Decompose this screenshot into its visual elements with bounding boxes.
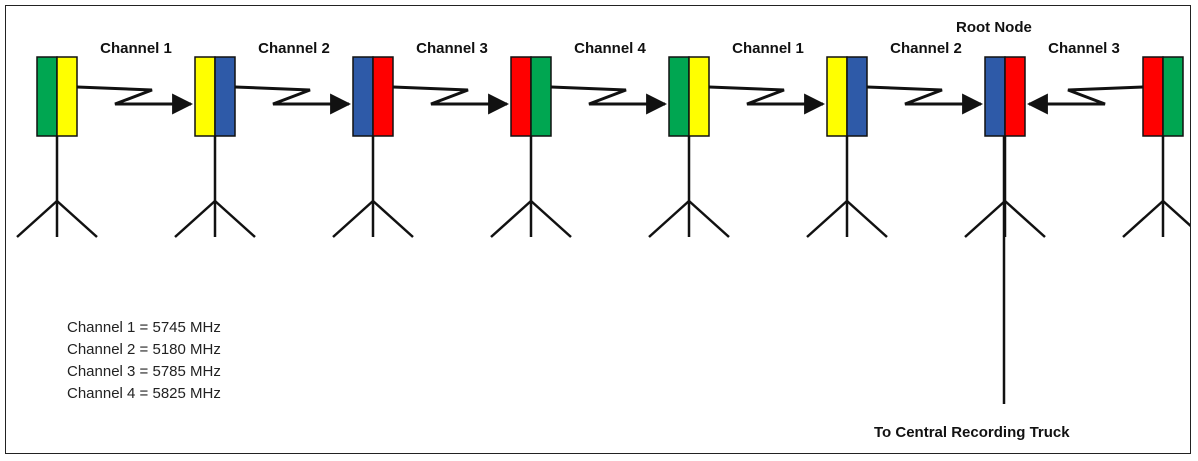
legend-line: Channel 2 = 5180 MHz (67, 341, 221, 358)
radio-left-half (668, 56, 690, 137)
wireless-node (174, 56, 256, 238)
radio-left-half (984, 56, 1006, 137)
tripod-leg (174, 200, 216, 238)
channel-label: Channel 4 (574, 40, 646, 57)
radio-left-half (36, 56, 58, 137)
channel-label: Channel 1 (732, 40, 804, 57)
radio-left-half (352, 56, 374, 137)
legend-line: Channel 1 = 5745 MHz (67, 319, 221, 336)
radio-left-half (510, 56, 532, 137)
links-layer (76, 85, 1144, 115)
wireless-link (76, 85, 194, 115)
tripod-leg (688, 200, 730, 238)
tripod-leg (648, 200, 690, 238)
tripod-leg (964, 200, 1006, 238)
labels-layer: Channel 1 Channel 2 Channel 3 Channel 4 Chan… (100, 40, 1120, 57)
radio-right-half (214, 56, 236, 137)
channel-label: Channel 2 (258, 40, 330, 57)
channel-label: Channel 2 (890, 40, 962, 57)
radio-right-half (530, 56, 552, 137)
tripod-leg (16, 200, 58, 238)
radio-left-half (194, 56, 216, 137)
radio-right-half (1162, 56, 1184, 137)
wireless-link (234, 85, 352, 115)
nodes-layer (16, 56, 1190, 238)
wireless-link (866, 85, 984, 115)
tripod-leg (530, 200, 572, 238)
wireless-node (1122, 56, 1190, 238)
tripod-leg (1122, 200, 1164, 238)
tripod-leg (56, 200, 98, 238)
radio-left-half (1142, 56, 1164, 137)
wireless-node (16, 56, 98, 238)
channel-label: Channel 3 (416, 40, 488, 57)
tripod-leg (214, 200, 256, 238)
tripod-leg (1162, 200, 1190, 227)
wireless-link (550, 85, 668, 115)
tripod-leg (1004, 200, 1046, 238)
tripod-leg (846, 200, 888, 238)
channel-legend: Channel 1 = 5745 MHz Channel 2 = 5180 MH… (67, 319, 221, 402)
radio-right-half (372, 56, 394, 137)
network-diagram: Channel 1 Channel 2 Channel 3 Channel 4 Chan… (16, 19, 1190, 441)
tripod-leg (372, 200, 414, 238)
truck-label: To Central Recording Truck (874, 424, 1070, 441)
wireless-node (332, 56, 414, 238)
tripod-leg (332, 200, 374, 238)
radio-right-half (1004, 56, 1026, 137)
radio-right-half (56, 56, 78, 137)
radio-left-half (826, 56, 848, 137)
radio-right-half (846, 56, 868, 137)
tripod-leg (490, 200, 532, 238)
channel-label: Channel 3 (1048, 40, 1120, 57)
radio-right-half (688, 56, 710, 137)
wireless-link (708, 85, 826, 115)
wireless-link (392, 85, 510, 115)
wireless-node (490, 56, 572, 238)
wireless-node (806, 56, 888, 238)
legend-line: Channel 4 = 5825 MHz (67, 385, 221, 402)
diagram-frame: Channel 1 Channel 2 Channel 3 Channel 4 Chan… (5, 5, 1191, 454)
tripod-leg (806, 200, 848, 238)
wireless-node (648, 56, 730, 238)
wireless-link (1026, 85, 1144, 115)
root-node-label: Root Node (956, 19, 1032, 36)
channel-label: Channel 1 (100, 40, 172, 57)
legend-line: Channel 3 = 5785 MHz (67, 363, 221, 380)
